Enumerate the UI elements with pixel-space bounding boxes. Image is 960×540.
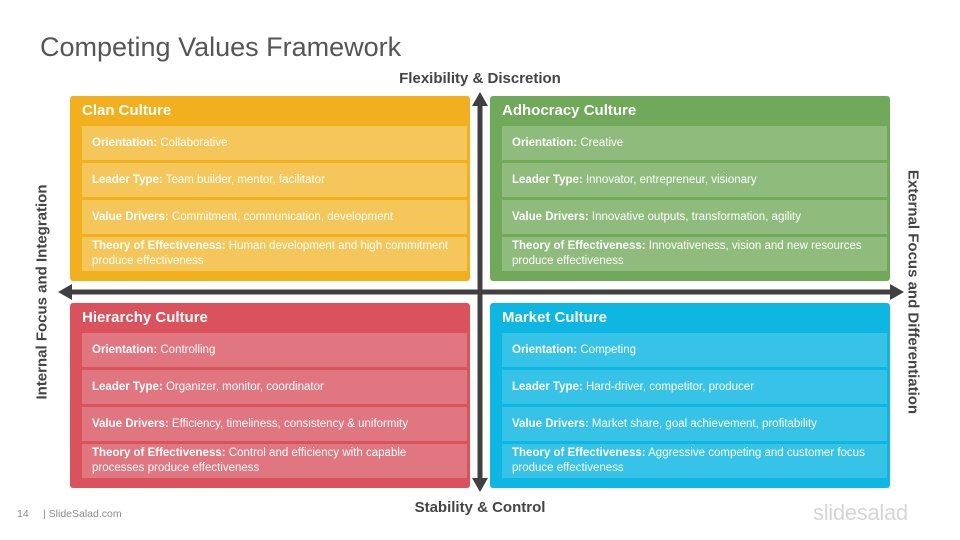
row-label: Theory of Effectiveness: [512,240,646,252]
row-value: Innovativeness, vision and new resources… [512,240,862,267]
axis-arrow-left [58,284,72,300]
value-drivers-row: Value Drivers: Commitment, communication… [82,200,467,234]
row-value: Hard-driver, competitor, producer [585,380,755,393]
footer-site-link[interactable]: | SlideSalad.com [43,508,122,520]
row-label: Leader Type: [512,380,583,393]
row-value: Human development and high commitment pr… [92,240,449,267]
axis-label-right: External Focus and Differentiation [904,169,922,415]
page-number: 14 [17,508,29,520]
row-label: Theory of Effectiveness: [512,447,646,459]
row-value: Innovative outputs, transformation, agil… [591,210,801,223]
row-label: Value Drivers: [512,210,589,223]
slidesalad-logo: slidesalad [813,500,908,525]
theory-of-effectiveness-row: Theory of Effectiveness: Aggressive comp… [502,444,887,478]
row-label: Orientation: [92,343,158,356]
quadrant-title: Adhocracy Culture [502,102,637,119]
row-value: Commitment, communication, development [171,210,394,223]
quadrant-hierarchy-culture: Hierarchy Culture Orientation: Controlli… [70,303,470,488]
row-value: Market share, goal achievement, profitab… [591,417,817,430]
quadrant-title: Clan Culture [82,102,172,119]
axis-arrow-up [472,92,488,106]
quadrant-market-culture: Market Culture Orientation: Competing Le… [490,303,890,488]
row-value: Collaborative [160,136,228,149]
row-label: Orientation: [512,136,578,149]
row-value: Creative [580,136,624,149]
axis-arrow-right [890,284,904,300]
row-label: Leader Type: [92,380,163,393]
theory-of-effectiveness-row: Theory of Effectiveness: Control and eff… [82,444,467,478]
theory-of-effectiveness-row: Theory of Effectiveness: Human developme… [82,237,467,271]
value-drivers-row: Value Drivers: Market share, goal achiev… [502,407,887,441]
row-value: Controlling [160,343,216,356]
row-value: Innovator, entrepreneur, visionary [585,173,757,186]
leader-type-row: Leader Type: Team builder, mentor, facil… [82,163,467,197]
row-label: Orientation: [512,343,578,356]
leader-type-row: Leader Type: Innovator, entrepreneur, vi… [502,163,887,197]
axis-label-left: Internal Focus and Integration [33,184,51,400]
quadrant-adhocracy-culture: Adhocracy Culture Orientation: Creative … [490,96,890,281]
row-value: Control and efficiency with capable proc… [92,447,407,474]
row-label: Theory of Effectiveness: [92,240,226,252]
row-value: Efficiency, timeliness, consistency & un… [171,417,408,430]
orientation-row: Orientation: Collaborative [82,126,467,160]
axis-arrow-down [472,478,488,492]
row-label: Value Drivers: [92,210,169,223]
value-drivers-row: Value Drivers: Innovative outputs, trans… [502,200,887,234]
row-label: Value Drivers: [92,417,169,430]
orientation-row: Orientation: Competing [502,333,887,367]
axis-label-top: Flexibility & Discretion [399,70,561,87]
orientation-row: Orientation: Controlling [82,333,467,367]
orientation-row: Orientation: Creative [502,126,887,160]
row-value: Team builder, mentor, facilitator [165,173,325,186]
row-label: Value Drivers: [512,417,589,430]
horizontal-axis-line [70,289,892,295]
value-drivers-row: Value Drivers: Efficiency, timeliness, c… [82,407,467,441]
leader-type-row: Leader Type: Organizer, monitor, coordin… [82,370,467,404]
row-value: Competing [580,343,636,356]
row-value: Organizer, monitor, coordinator [165,380,324,393]
quadrant-title: Market Culture [502,309,608,326]
row-label: Leader Type: [92,173,163,186]
quadrant-clan-culture: Clan Culture Orientation: Collaborative … [70,96,470,281]
leader-type-row: Leader Type: Hard-driver, competitor, pr… [502,370,887,404]
row-label: Orientation: [92,136,158,149]
theory-of-effectiveness-row: Theory of Effectiveness: Innovativeness,… [502,237,887,271]
row-value: Aggressive competing and customer focus … [512,447,865,474]
axis-label-bottom: Stability & Control [414,499,546,516]
row-label: Leader Type: [512,173,583,186]
quadrant-title: Hierarchy Culture [82,309,208,326]
row-label: Theory of Effectiveness: [92,447,226,459]
page-title: Competing Values Framework [40,32,402,62]
